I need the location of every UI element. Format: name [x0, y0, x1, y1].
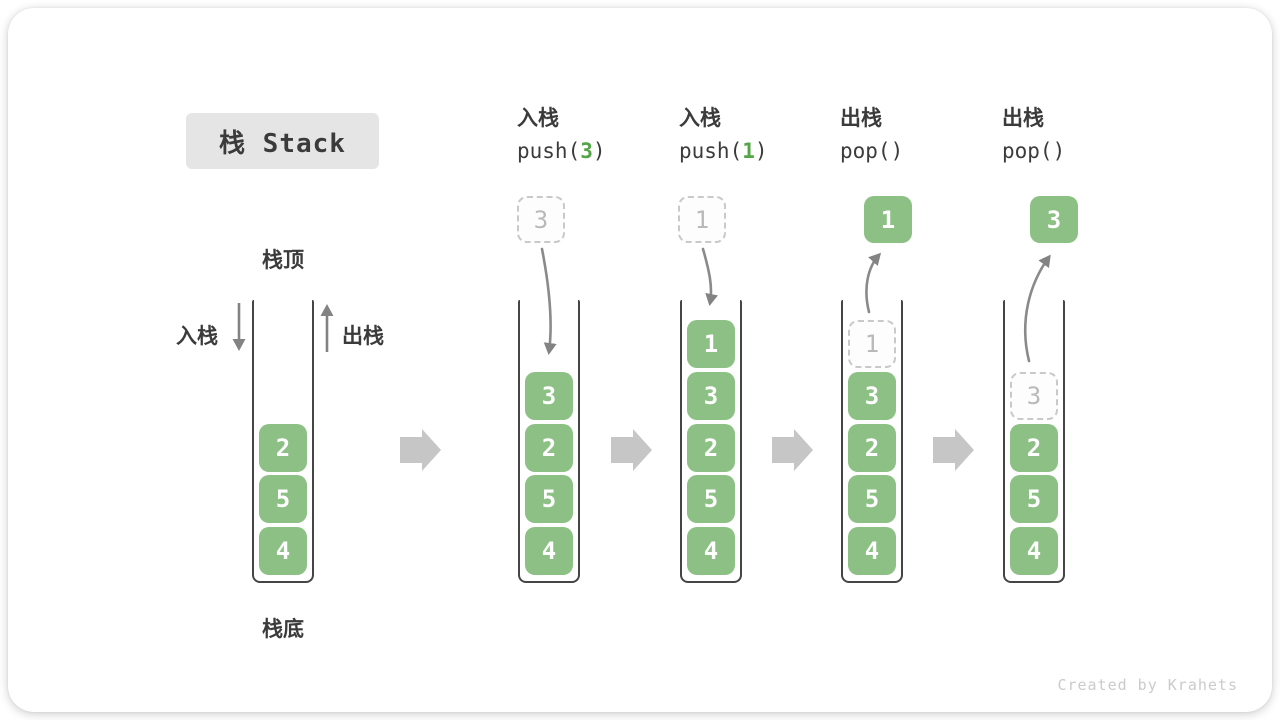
- stack-block: 5: [687, 475, 735, 523]
- code-arg: 3: [580, 139, 593, 163]
- ghost-block: 3: [1010, 372, 1058, 420]
- ghost-block: 1: [848, 320, 896, 368]
- stack-block: 4: [848, 527, 896, 575]
- stack-container-state5: 3 2 5 4: [1003, 300, 1065, 583]
- incoming-block-3: 3: [517, 196, 565, 243]
- operation-code: push(3): [517, 134, 677, 168]
- stack-block: 5: [848, 475, 896, 523]
- stack-block: 2: [848, 424, 896, 472]
- stack-block: 2: [259, 424, 307, 472]
- operation-code: pop(): [1002, 134, 1162, 168]
- incoming-block-1: 1: [678, 196, 726, 243]
- stack-block: 4: [259, 527, 307, 575]
- operation-label-push1: 入栈 push(1): [679, 103, 839, 168]
- operation-name: 出栈: [840, 106, 882, 130]
- operation-label-pop-2: 出栈 pop(): [1002, 103, 1162, 168]
- operation-label-pop-1: 出栈 pop(): [840, 103, 1000, 168]
- operation-name: 入栈: [517, 106, 559, 130]
- operation-label-push3: 入栈 push(3): [517, 103, 677, 168]
- operation-code: push(1): [679, 134, 839, 168]
- popped-block-3: 3: [1030, 196, 1078, 243]
- pop-side-label: 出栈: [342, 324, 384, 348]
- operation-name: 出栈: [1002, 106, 1044, 130]
- stack-container-state4: 1 3 2 5 4: [841, 300, 903, 583]
- diagram-title: 栈 Stack: [186, 113, 379, 169]
- code-text: pop(): [840, 139, 904, 163]
- push-side-label: 入栈: [176, 324, 218, 348]
- stack-block: 3: [687, 372, 735, 420]
- stack-block: 5: [525, 475, 573, 523]
- stack-container-state3: 1 3 2 5 4: [680, 300, 742, 583]
- code-text: ): [592, 139, 606, 163]
- operation-code: pop(): [840, 134, 1000, 168]
- code-text: ): [754, 139, 768, 163]
- stack-block: 3: [525, 372, 573, 420]
- code-text: pop(): [1002, 139, 1066, 163]
- stack-container-state1: 2 5 4: [252, 300, 314, 583]
- stack-bottom-label: 栈底: [262, 617, 304, 641]
- stack-block: 4: [687, 527, 735, 575]
- stack-block: 5: [259, 475, 307, 523]
- stack-block: 2: [525, 424, 573, 472]
- stack-block: 3: [848, 372, 896, 420]
- stack-container-state2: 3 2 5 4: [518, 300, 580, 583]
- stack-top-label: 栈顶: [262, 248, 304, 272]
- operation-name: 入栈: [679, 106, 721, 130]
- stack-block: 5: [1010, 475, 1058, 523]
- stack-block: 2: [687, 424, 735, 472]
- code-text: push(: [517, 139, 581, 163]
- watermark: Created by Krahets: [1057, 676, 1238, 694]
- stack-block: 4: [1010, 527, 1058, 575]
- stack-block: 1: [687, 320, 735, 368]
- stack-block: 2: [1010, 424, 1058, 472]
- popped-block-1: 1: [864, 196, 912, 243]
- stack-block: 4: [525, 527, 573, 575]
- code-arg: 1: [742, 139, 755, 163]
- code-text: push(: [679, 139, 743, 163]
